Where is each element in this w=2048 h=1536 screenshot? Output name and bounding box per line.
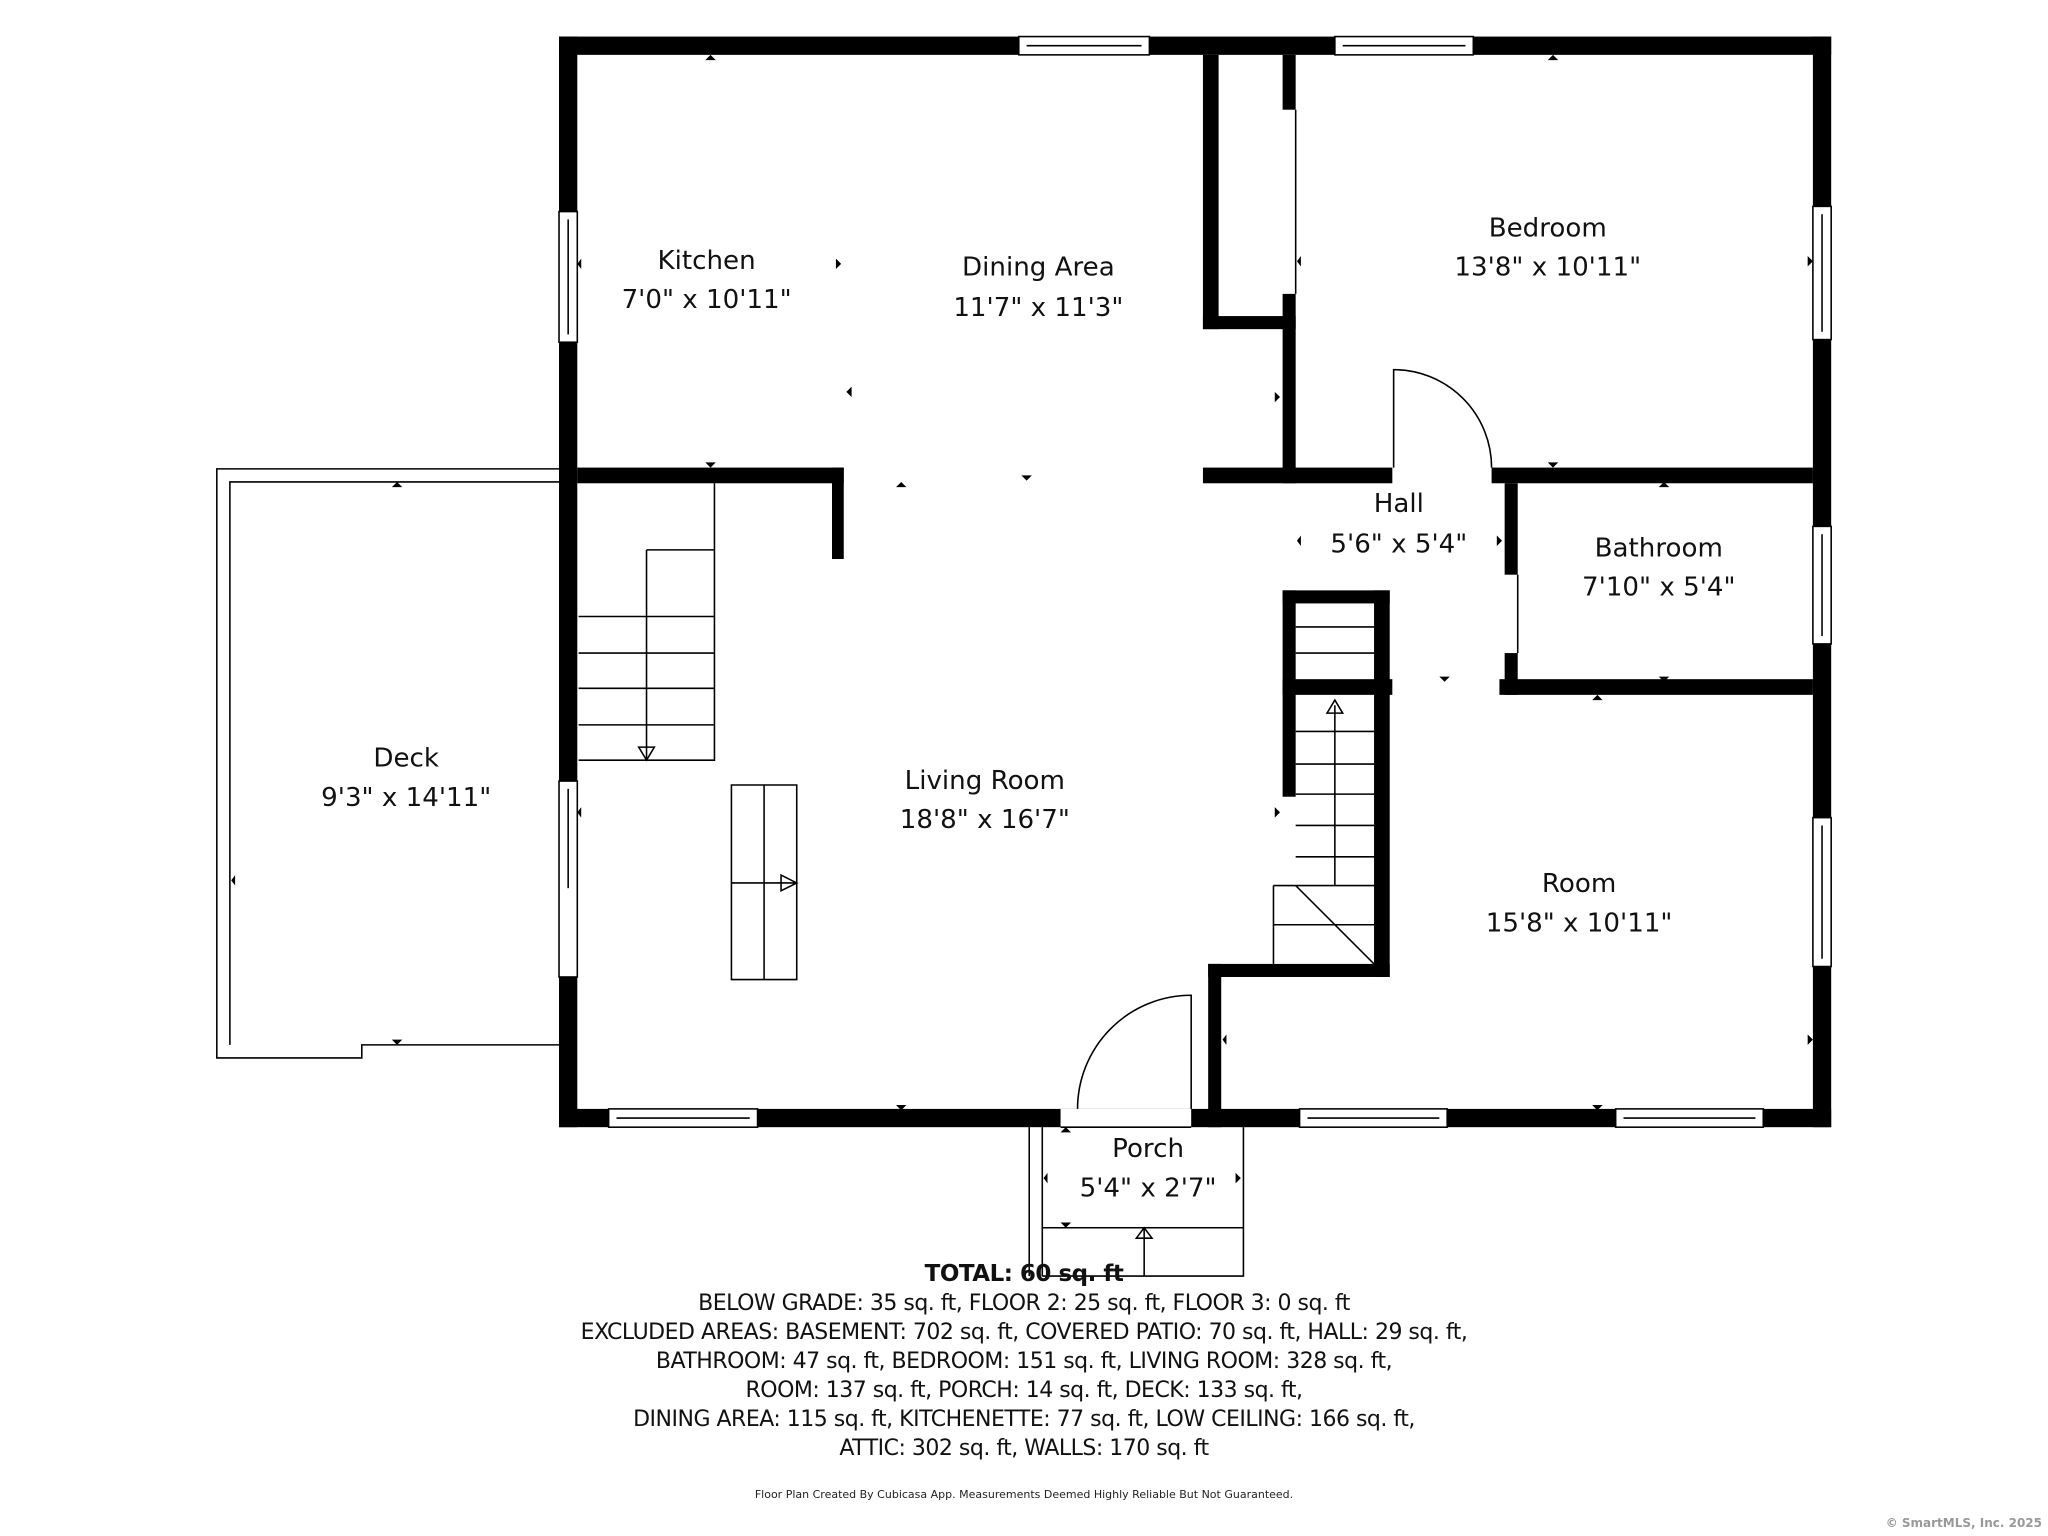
room-dims: 5'4" x 2'7" bbox=[1080, 1173, 1217, 1203]
staircase-left bbox=[578, 483, 716, 762]
room-dims: 11'7" x 11'3" bbox=[953, 293, 1123, 323]
room-dims: 7'0" x 10'11" bbox=[622, 285, 792, 315]
room-kitchen: Kitchen 7'0" x 10'11" bbox=[622, 246, 792, 315]
room-bedroom: Bedroom 13'8" x 10'11" bbox=[1454, 213, 1641, 282]
room-porch: Porch 5'4" x 2'7" bbox=[1080, 1134, 1217, 1203]
room-name: Bedroom bbox=[1489, 213, 1607, 243]
credit-note: Floor Plan Created By Cubicasa App. Meas… bbox=[754, 1488, 1294, 1501]
room-name: Bathroom bbox=[1595, 533, 1723, 563]
area-summary: TOTAL: 60 sq. ft BELOW GRADE: 35 sq. ft,… bbox=[0, 1260, 2048, 1463]
room-dims: 5'6" x 5'4" bbox=[1330, 529, 1467, 559]
copyright: © SmartMLS, Inc. 2025 bbox=[1885, 1516, 2042, 1530]
deck-outline bbox=[216, 468, 560, 1059]
room-room: Room 15'8" x 10'11" bbox=[1486, 869, 1673, 938]
porch-outline bbox=[1028, 1127, 1245, 1277]
room-name: Room bbox=[1542, 869, 1616, 899]
room-name: Dining Area bbox=[962, 253, 1115, 283]
interior-walls bbox=[577, 54, 1813, 1128]
room-name: Porch bbox=[1112, 1134, 1184, 1164]
room-name: Kitchen bbox=[658, 246, 756, 276]
room-dims: 18'8" x 16'7" bbox=[900, 805, 1070, 835]
room-dining-area: Dining Area 11'7" x 11'3" bbox=[953, 253, 1123, 323]
room-dims: 9'3" x 14'11" bbox=[321, 783, 491, 813]
room-dims: 7'10" x 5'4" bbox=[1582, 573, 1735, 603]
windows bbox=[558, 35, 1832, 1128]
room-bathroom: Bathroom 7'10" x 5'4" bbox=[1582, 533, 1735, 602]
room-hall: Hall 5'6" x 5'4" bbox=[1330, 489, 1467, 559]
room-dims: 15'8" x 10'11" bbox=[1486, 908, 1673, 938]
total-area: TOTAL: 60 sq. ft bbox=[924, 1261, 1124, 1287]
staircase-right bbox=[1272, 626, 1375, 965]
summary-line: BATHROOM: 47 sq. ft, BEDROOM: 151 sq. ft… bbox=[655, 1349, 1393, 1374]
summary-line: ROOM: 137 sq. ft, PORCH: 14 sq. ft, DECK… bbox=[745, 1378, 1303, 1403]
room-name: Hall bbox=[1374, 489, 1424, 519]
fireplace bbox=[730, 784, 799, 981]
room-name: Deck bbox=[373, 744, 440, 774]
room-deck: Deck 9'3" x 14'11" bbox=[321, 744, 491, 813]
doors bbox=[1076, 109, 1519, 1109]
room-name: Living Room bbox=[905, 766, 1065, 796]
summary-line: ATTIC: 302 sq. ft, WALLS: 170 sq. ft bbox=[839, 1436, 1209, 1461]
summary-line: BELOW GRADE: 35 sq. ft, FLOOR 2: 25 sq. … bbox=[698, 1291, 1350, 1316]
room-dims: 13'8" x 10'11" bbox=[1454, 253, 1641, 283]
summary-line: EXCLUDED AREAS: BASEMENT: 702 sq. ft, CO… bbox=[580, 1320, 1468, 1345]
room-living-room: Living Room 18'8" x 16'7" bbox=[900, 766, 1070, 835]
summary-line: DINING AREA: 115 sq. ft, KITCHENETTE: 77… bbox=[633, 1407, 1415, 1432]
